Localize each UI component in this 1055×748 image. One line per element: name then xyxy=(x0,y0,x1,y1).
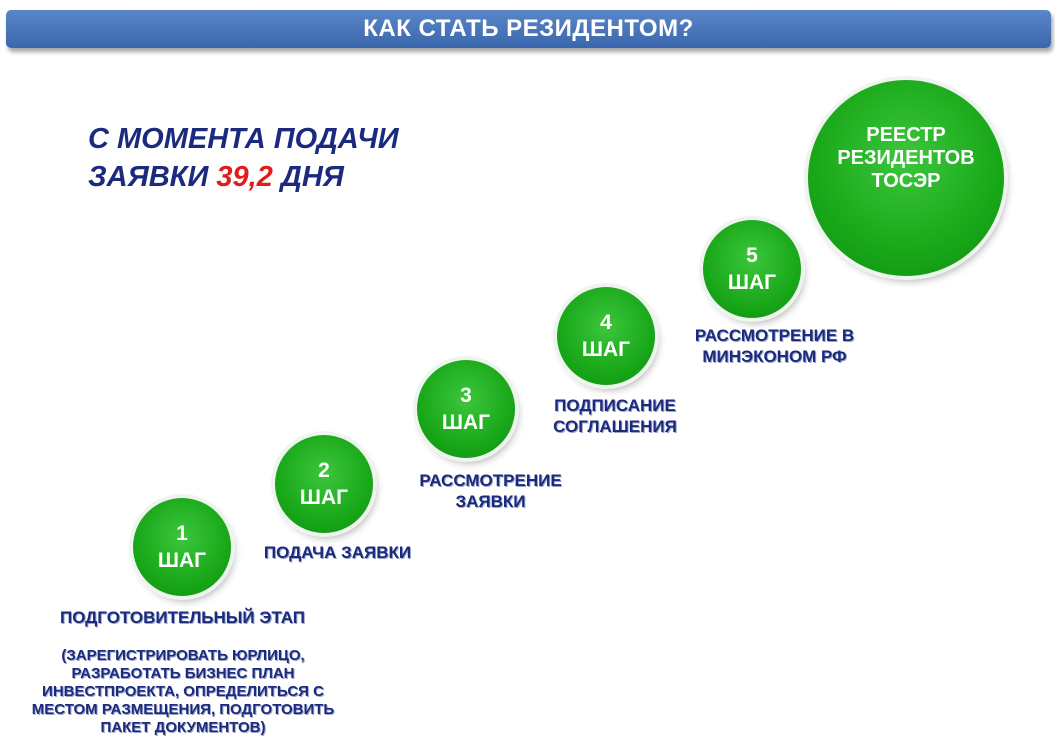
step-1-circle: 1 ШАГ xyxy=(133,498,231,596)
step-5-label: РАССМОТРЕНИЕ В МИНЭКОНОМ РФ xyxy=(694,326,855,366)
title-banner: КАК СТАТЬ РЕЗИДЕНТОМ? xyxy=(6,10,1051,48)
step-number: 1 xyxy=(176,522,188,545)
step-word: ШАГ xyxy=(441,411,491,434)
step-4-circle: 4 ШАГ xyxy=(557,287,655,385)
days-count: 39,2 xyxy=(216,161,273,193)
step-number: 4 xyxy=(600,311,612,334)
intro-line-2: ЗАЯВКИ 39,2 ДНЯ xyxy=(88,158,399,196)
step-2-label: ПОДАЧА ЗАЯВКИ xyxy=(263,543,412,562)
step-4-label: ПОДПИСАНИЕ СОГЛАШЕНИЯ xyxy=(553,396,677,436)
step-1-note: (ЗАРЕГИСТРИРОВАТЬ ЮРЛИЦО, РАЗРАБОТАТЬ БИ… xyxy=(31,647,335,736)
intro-line-1: С МОМЕНТА ПОДАЧИ xyxy=(88,123,399,155)
step-2-circle: 2 ШАГ xyxy=(275,435,373,533)
intro-prefix: ЗАЯВКИ xyxy=(88,161,217,193)
step-number: 5 xyxy=(746,244,758,267)
step-word: ШАГ xyxy=(581,338,631,361)
step-1-label: ПОДГОТОВИТЕЛЬНЫЙ ЭТАП xyxy=(59,608,306,627)
registry-label: РЕЕСТР РЕЗИДЕНТОВ ТОСЭР xyxy=(837,123,975,192)
registry-circle: РЕЕСТР РЕЗИДЕНТОВ ТОСЭР xyxy=(808,80,1004,276)
page-title: КАК СТАТЬ РЕЗИДЕНТОМ? xyxy=(363,15,694,42)
intro-suffix: ДНЯ xyxy=(272,161,344,193)
intro-text: С МОМЕНТА ПОДАЧИ ЗАЯВКИ 39,2 ДНЯ xyxy=(88,120,399,196)
step-3-circle: 3 ШАГ xyxy=(417,360,515,458)
step-3-label: РАССМОТРЕНИЕ ЗАЯВКИ xyxy=(419,471,562,511)
step-number: 2 xyxy=(318,459,330,482)
step-word: ШАГ xyxy=(157,549,207,572)
step-number: 3 xyxy=(460,384,472,407)
step-5-circle: 5 ШАГ xyxy=(703,220,801,318)
step-word: ШАГ xyxy=(727,271,777,294)
step-word: ШАГ xyxy=(299,486,349,509)
